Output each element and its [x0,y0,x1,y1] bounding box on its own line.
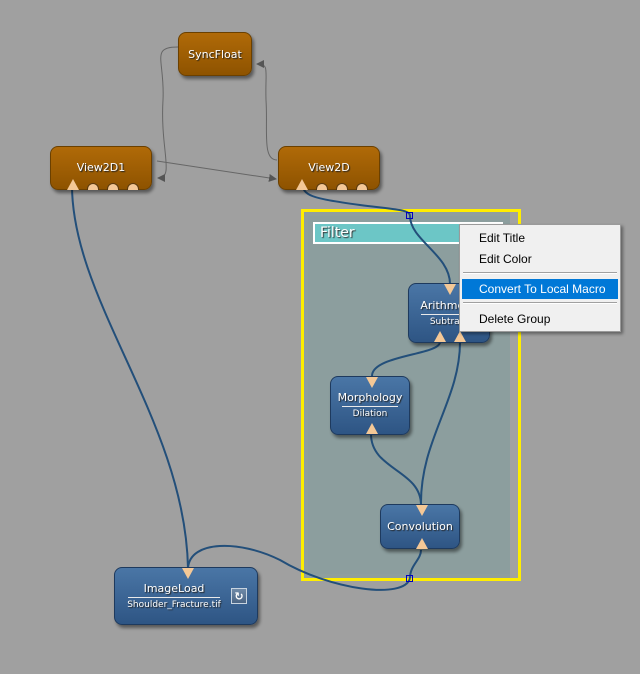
output-port[interactable] [366,377,378,388]
menu-item-convert-to-local-macro[interactable]: Convert To Local Macro [462,279,618,299]
sync-wire-syncfloat-to-view2d1 [157,46,179,182]
group-title[interactable]: Filter [313,222,503,244]
parameter-port[interactable] [336,183,348,190]
group-frame-edge [510,212,518,578]
sync-wire-view2d1-to-view2d [156,160,277,182]
node-imageload[interactable]: ImageLoad Shoulder_Fracture.tif ↻ [114,567,258,625]
parameter-port[interactable] [107,183,119,190]
node-subtitle: Shoulder_Fracture.tif [127,600,221,610]
refresh-icon[interactable]: ↻ [231,588,247,604]
title-divider [421,314,477,315]
node-title: View2D1 [76,161,126,174]
wire-view2d1-to-imageload [70,181,189,569]
title-divider [342,406,398,407]
input-port[interactable] [296,179,308,190]
node-view2d1[interactable]: View2D1 [50,146,152,190]
context-menu: Edit Title Edit Color Convert To Local M… [459,224,621,332]
group-output-anchor[interactable] [406,575,413,582]
menu-item-delete-group[interactable]: Delete Group [479,312,551,326]
input-port[interactable] [454,331,466,342]
node-view2d[interactable]: View2D [278,146,380,190]
input-port[interactable] [434,331,446,342]
parameter-port[interactable] [127,183,139,190]
menu-separator [463,272,617,274]
parameter-port[interactable] [356,183,368,190]
node-title: Convolution [387,520,453,533]
node-subtitle: Subtract [429,317,469,327]
output-port[interactable] [444,284,456,295]
output-port[interactable] [182,568,194,579]
parameter-port[interactable] [87,183,99,190]
menu-item-edit-title[interactable]: Edit Title [479,231,526,245]
input-port[interactable] [416,538,428,549]
node-syncfloat[interactable]: SyncFloat [178,32,252,76]
node-subtitle: Dilation [352,409,388,419]
sync-wire-view2d-to-syncfloat [256,60,278,161]
node-morphology[interactable]: Morphology Dilation [330,376,410,435]
input-port[interactable] [366,423,378,434]
menu-item-edit-color[interactable]: Edit Color [479,252,532,266]
group-input-anchor[interactable] [406,212,413,219]
input-port[interactable] [67,179,79,190]
title-divider [128,597,220,598]
menu-separator [463,302,617,304]
parameter-port[interactable] [316,183,328,190]
node-title: SyncFloat [188,48,242,61]
node-title: View2D [308,161,350,174]
output-port[interactable] [416,505,428,516]
node-convolution[interactable]: Convolution [380,504,460,549]
node-title: ImageLoad [143,582,205,595]
node-title: Morphology [337,391,403,404]
